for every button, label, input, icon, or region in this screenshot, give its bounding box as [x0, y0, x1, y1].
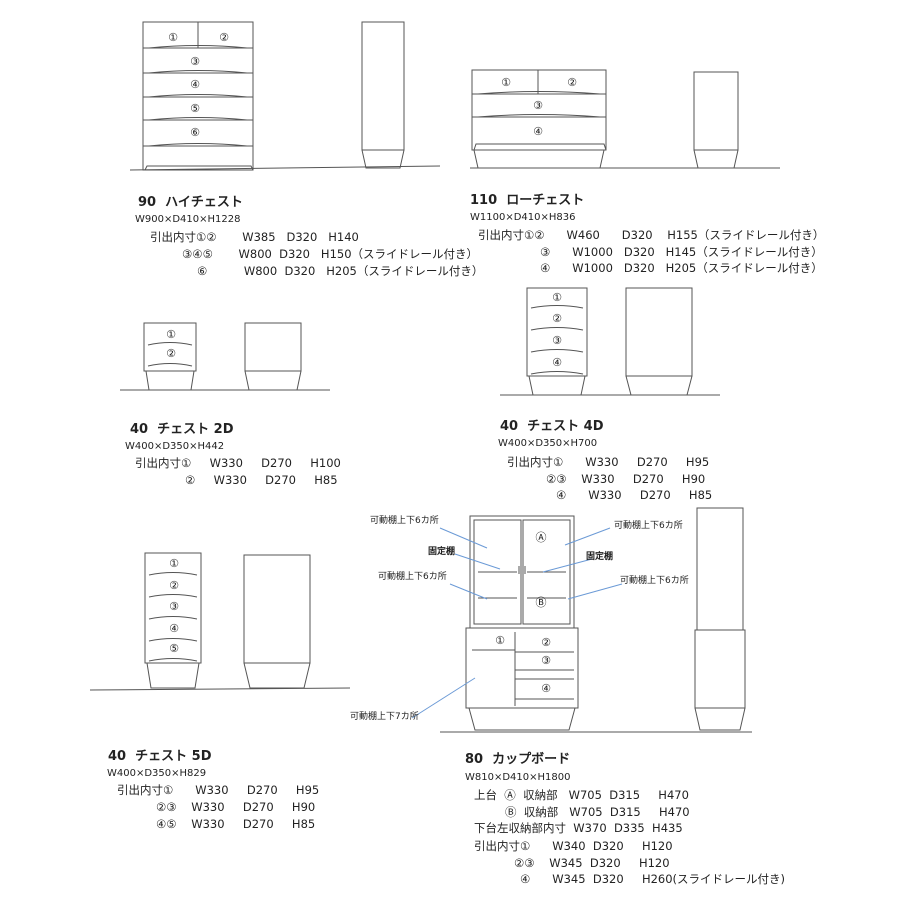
- chest-5d-drawer-row: ②③ W330 D270 H90: [156, 800, 316, 814]
- high-chest-drawer-row: 引出内寸①② W385 D320 H140: [150, 230, 359, 244]
- drawer-marker-5: ⑤: [190, 102, 200, 115]
- cupboard-dimensions: W810×D410×H1800: [465, 772, 571, 783]
- chest-2d-drawer-row: ② W330 D270 H85: [185, 473, 338, 487]
- chest-4d-front-drawing: [526, 287, 588, 396]
- drawer-marker-2: ②: [219, 31, 229, 44]
- drawer-marker-3: ③: [533, 99, 543, 112]
- chest-2d-drawer-row: 引出内寸① W330 D270 H100: [135, 456, 341, 470]
- callout-fixed-shelf-left: 固定棚: [428, 547, 456, 557]
- drawer-marker-1: ①: [495, 634, 505, 647]
- high-chest-dimensions: W900×D410×H1228: [135, 214, 241, 225]
- low-chest-side-drawing: [693, 71, 739, 169]
- cupboard-front-drawing: [465, 515, 579, 731]
- callout-movable-shelf-middle-left: 可動棚上下6カ所: [378, 572, 447, 582]
- storage-marker-b: Ⓑ: [536, 596, 547, 609]
- callout-movable-shelf-upper-left: 可動棚上下6カ所: [370, 516, 439, 526]
- low-chest-front-drawing: [471, 69, 607, 169]
- chest-5d-dimensions: W400×D350×H829: [107, 768, 207, 779]
- drawer-marker-3: ③: [552, 334, 562, 347]
- low-chest-title: 110 ローチェスト: [470, 193, 585, 208]
- chest-2d-side-drawing: [244, 322, 302, 391]
- cupboard-spec-row: ②③ W345 D320 H120: [514, 856, 670, 870]
- drawer-marker-2: ②: [169, 579, 179, 592]
- high-chest-side-drawing: [361, 21, 405, 169]
- high-chest-drawer-row: ③④⑤ W800 D320 H150（スライドレール付き）: [182, 247, 479, 261]
- drawer-marker-3: ③: [169, 600, 179, 613]
- cupboard-spec-row: Ⓑ 収納部 W705 D315 H470: [505, 805, 690, 819]
- chest-4d-dimensions: W400×D350×H700: [498, 438, 598, 449]
- drawer-marker-3: ③: [541, 654, 551, 667]
- drawer-marker-4: ④: [552, 356, 562, 369]
- drawer-marker-1: ①: [501, 76, 511, 89]
- cupboard-spec-row: 引出内寸① W340 D320 H120: [474, 839, 673, 853]
- drawer-marker-1: ①: [552, 291, 562, 304]
- chest-5d-title: 40 チェスト 5D: [108, 749, 212, 764]
- chest-2d-dimensions: W400×D350×H442: [125, 441, 225, 452]
- floor-line: [89, 687, 351, 691]
- drawer-marker-1: ①: [166, 328, 176, 341]
- low-chest-drawer-row: 引出内寸①② W460 D320 H155（スライドレール付き）: [478, 228, 825, 242]
- chest-5d-drawer-row: 引出内寸① W330 D270 H95: [117, 783, 320, 797]
- drawer-marker-4: ④: [541, 682, 551, 695]
- drawer-marker-2: ②: [166, 347, 176, 360]
- drawer-marker-4: ④: [533, 125, 543, 138]
- high-chest-front-drawing: [142, 21, 254, 171]
- chest-5d-side-drawing: [243, 554, 311, 689]
- high-chest-drawer-row: ⑥ W800 D320 H205（スライドレール付き）: [197, 264, 484, 278]
- callout-movable-shelf-upper-right: 可動棚上下6カ所: [614, 521, 683, 531]
- storage-marker-a: Ⓐ: [536, 531, 547, 544]
- cupboard-title: 80 カップボード: [465, 752, 571, 767]
- drawer-marker-2: ②: [567, 76, 577, 89]
- chest-2d-title: 40 チェスト 2D: [130, 422, 234, 437]
- callout-movable-shelf-middle-right: 可動棚上下6カ所: [620, 576, 689, 586]
- drawer-marker-3: ③: [190, 55, 200, 68]
- chest-5d-front-drawing: [144, 552, 202, 689]
- drawer-marker-4: ④: [169, 622, 179, 635]
- callout-leaders: [411, 527, 623, 719]
- floor-line: [129, 165, 441, 171]
- chest-4d-drawer-row: 引出内寸① W330 D270 H95: [507, 455, 710, 469]
- chest-4d-title: 40 チェスト 4D: [500, 419, 604, 434]
- high-chest-title: 90 ハイチェスト: [138, 195, 243, 210]
- drawer-marker-4: ④: [190, 78, 200, 91]
- drawer-marker-2: ②: [552, 312, 562, 325]
- cupboard-spec-row: ④ W345 D320 H260(スライドレール付き): [520, 872, 786, 886]
- callout-movable-shelf-lower-left: 可動棚上下7カ所: [350, 712, 419, 722]
- low-chest-drawer-row: ④ W1000 D320 H205（スライドレール付き）: [540, 261, 823, 275]
- chest-4d-drawer-row: ②③ W330 D270 H90: [546, 472, 706, 486]
- drawer-marker-5: ⑤: [169, 642, 179, 655]
- chest-4d-drawer-row: ④ W330 D270 H85: [556, 488, 713, 502]
- low-chest-dimensions: W1100×D410×H836: [470, 212, 576, 223]
- chest-4d-side-drawing: [625, 287, 693, 396]
- chest-5d-drawer-row: ④⑤ W330 D270 H85: [156, 817, 316, 831]
- drawer-marker-1: ①: [169, 557, 179, 570]
- callout-fixed-shelf-right: 固定棚: [586, 552, 614, 562]
- drawer-marker-2: ②: [541, 636, 551, 649]
- cupboard-side-drawing: [694, 507, 746, 731]
- drawer-marker-1: ①: [168, 31, 178, 44]
- cupboard-spec-row: 上台 Ⓐ 収納部 W705 D315 H470: [474, 788, 689, 802]
- drawer-marker-6: ⑥: [190, 126, 200, 139]
- cupboard-spec-row: 下台左収納部内寸 W370 D335 H435: [474, 821, 683, 835]
- low-chest-drawer-row: ③ W1000 D320 H145（スライドレール付き）: [540, 245, 823, 259]
